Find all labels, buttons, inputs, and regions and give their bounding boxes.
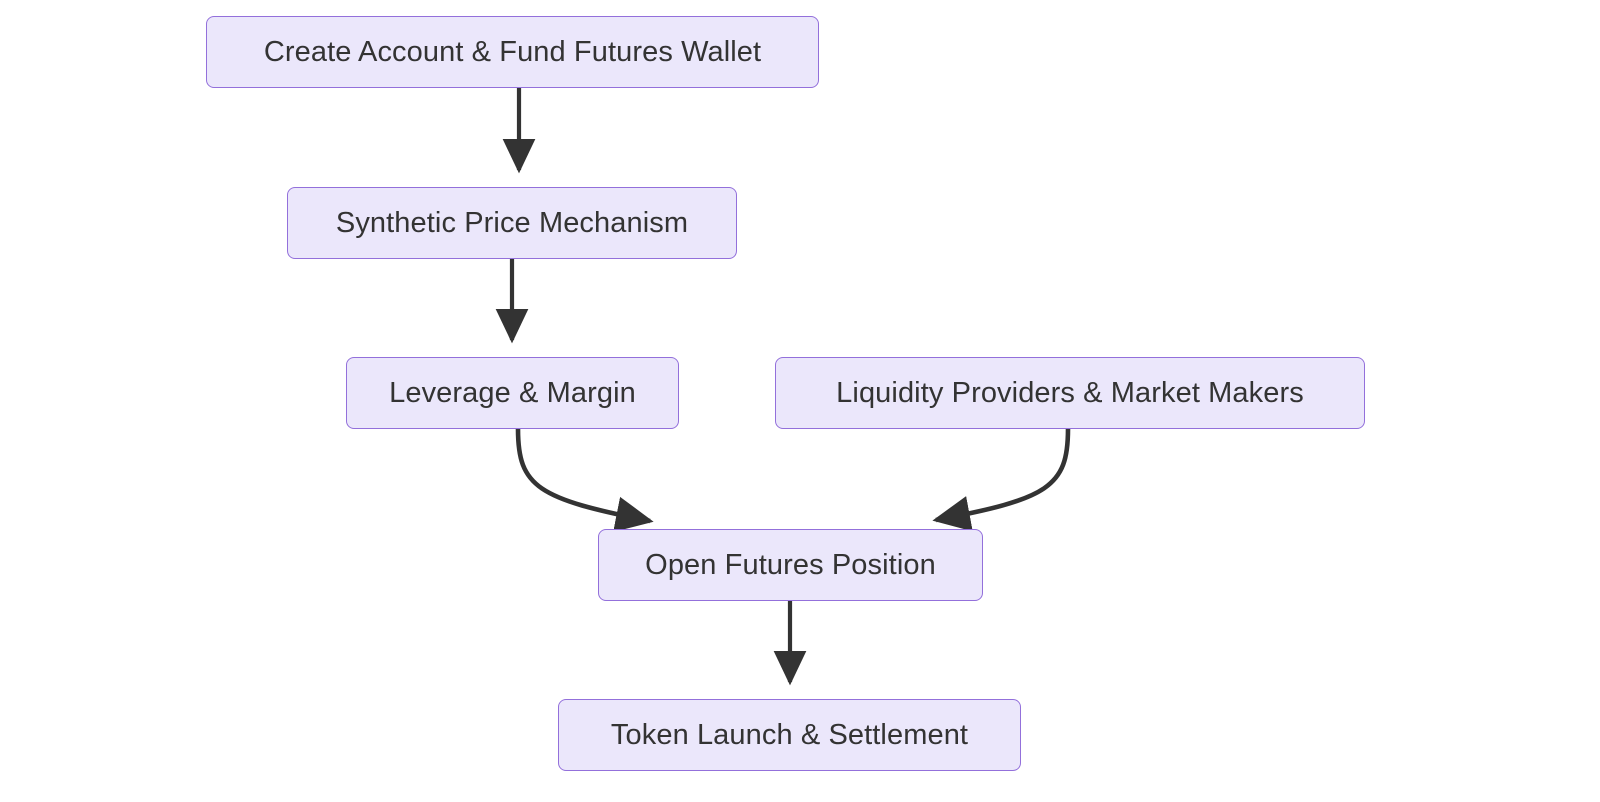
edge-leverage-margin-to-open-position — [515, 428, 654, 533]
edge-liquidity-providers-to-open-position — [932, 428, 1071, 532]
node-open-futures-position[interactable]: Open Futures Position — [598, 529, 983, 601]
node-label: Leverage & Margin — [389, 376, 636, 409]
node-label: Open Futures Position — [645, 548, 936, 581]
node-leverage-margin[interactable]: Leverage & Margin — [346, 357, 679, 429]
node-label: Token Launch & Settlement — [610, 718, 969, 751]
node-label: Liquidity Providers & Market Makers — [836, 376, 1304, 409]
node-synthetic-price[interactable]: Synthetic Price Mechanism — [287, 187, 737, 259]
node-token-launch[interactable]: Token Launch & Settlement — [558, 699, 1021, 771]
node-liquidity-providers[interactable]: Liquidity Providers & Market Makers — [775, 357, 1365, 429]
node-label: Synthetic Price Mechanism — [335, 206, 689, 239]
node-create-account[interactable]: Create Account & Fund Futures Wallet — [206, 16, 819, 88]
node-label: Create Account & Fund Futures Wallet — [263, 35, 762, 68]
